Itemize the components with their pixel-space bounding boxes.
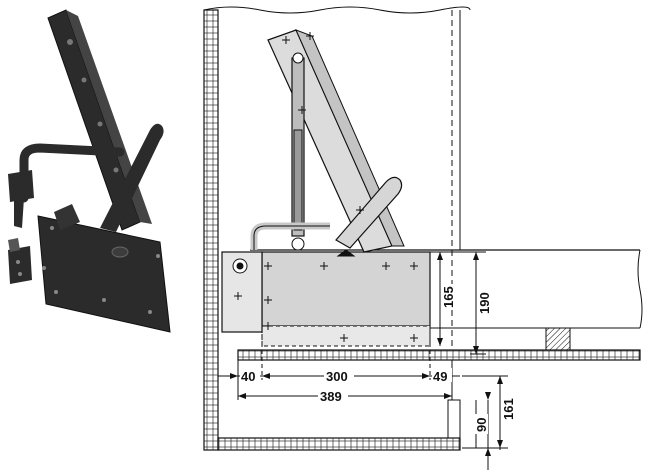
break-line — [203, 6, 471, 14]
small-bracket — [8, 246, 32, 284]
dim-165: 165 — [441, 286, 456, 308]
drawer-base — [237, 349, 641, 361]
cabinet-side-panel — [203, 9, 219, 451]
product-illustration — [8, 9, 171, 333]
dim-90: 90 — [474, 418, 489, 432]
side-bracket — [8, 170, 34, 202]
screw-marks — [234, 32, 418, 342]
bottom-board — [217, 437, 461, 451]
brace-arm — [100, 123, 164, 232]
technical-drawing — [203, 6, 643, 470]
curved-tube — [19, 143, 125, 203]
dim-300: 300 — [326, 369, 348, 384]
dim-161: 161 — [501, 398, 516, 420]
dim-40: 40 — [241, 369, 255, 384]
brace-arm-outline — [335, 176, 403, 249]
mechanism-housing — [261, 251, 431, 327]
mounting-plate — [37, 215, 171, 333]
dim-49: 49 — [433, 369, 447, 384]
dim-190: 190 — [477, 292, 492, 314]
hatched-block — [545, 327, 571, 351]
dim-389: 389 — [320, 389, 342, 404]
